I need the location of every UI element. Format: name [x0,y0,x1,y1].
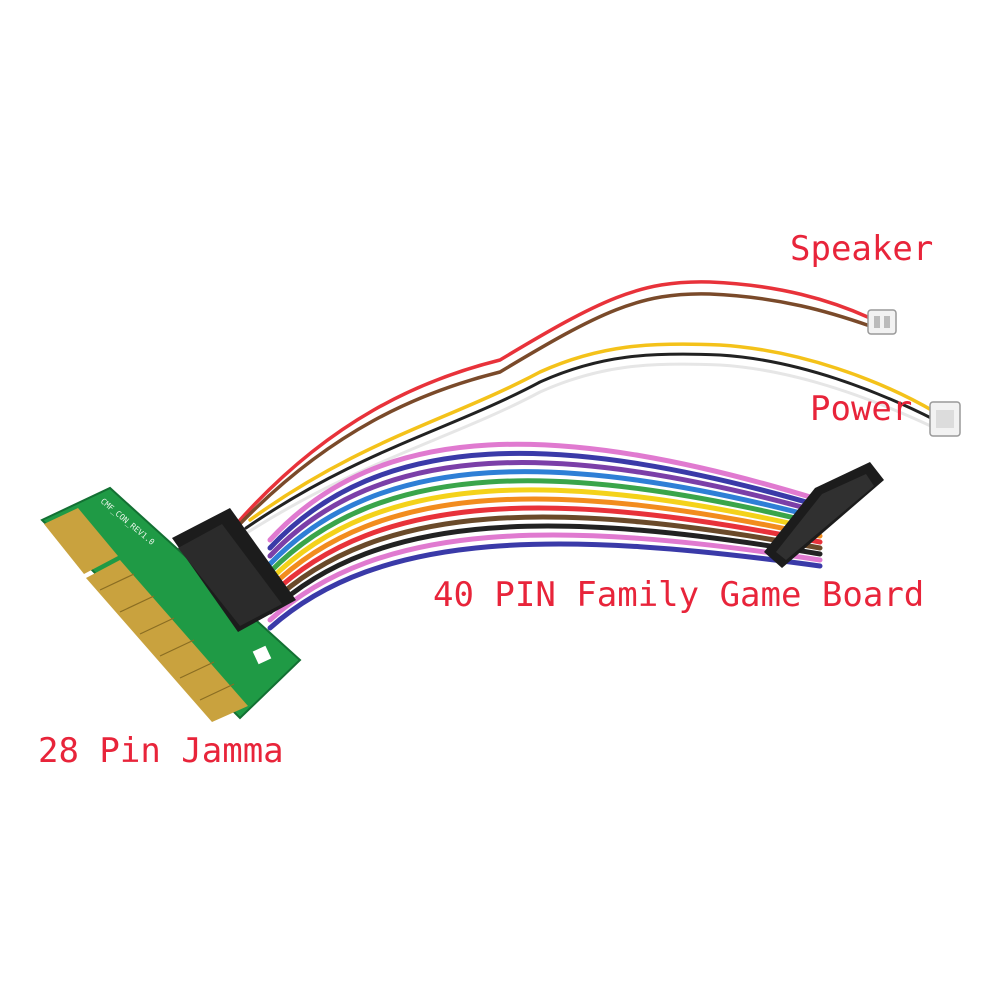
ribbon-wires [267,441,823,631]
power-label: Power [810,389,913,429]
jamma-pcb: CMF_CON_REV1.0 [40,486,302,722]
family-board-connector [764,462,884,568]
speaker-wires [234,280,872,530]
family-board-label: 40 PIN Family Game Board [433,575,925,615]
pcb-connector [172,508,296,632]
speaker-label: Speaker [790,229,934,269]
jamma-label: 28 Pin Jamma [38,731,284,771]
speaker-plug [867,309,897,335]
power-wires [240,342,937,538]
gold-contacts [44,508,248,722]
power-plug [929,401,961,437]
